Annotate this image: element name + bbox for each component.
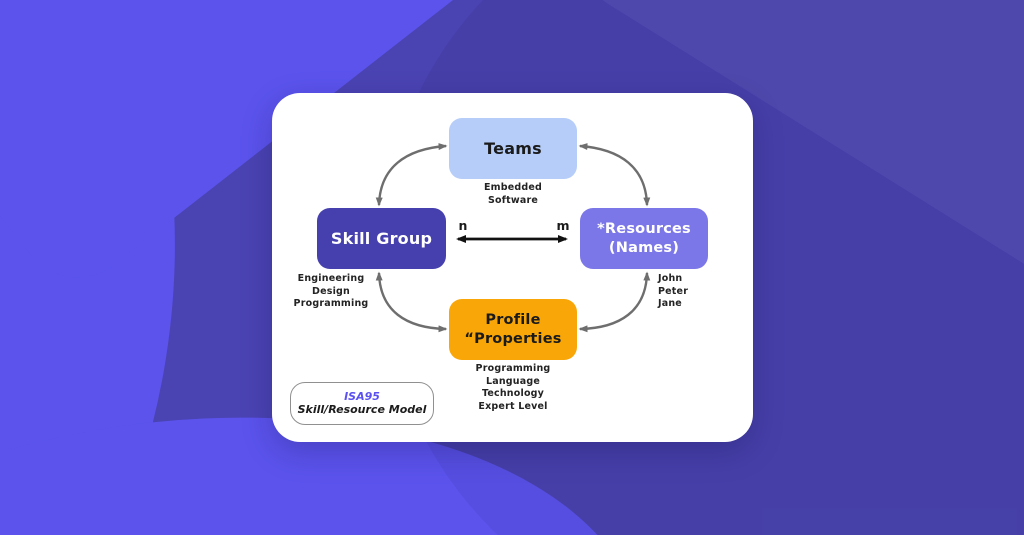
isa95-badge: ISA95 Skill/Resource Model [290, 382, 434, 425]
node-profile-label-line1: Profile [485, 311, 541, 328]
node-resources: *Resources (Names) [580, 208, 708, 269]
node-resources-label-line1: *Resources [597, 220, 691, 237]
badge-subtitle: Skill/Resource Model [297, 403, 427, 416]
cardinality-n: n [458, 218, 468, 233]
note-resources: John Peter Jane [658, 273, 689, 309]
note-profile: Programming Language Technology Expert L… [475, 363, 551, 412]
cardinality-m: m [556, 218, 570, 233]
cycle-arrow-profile-resources [578, 271, 651, 333]
cycle-arrow-teams-skillgroup [375, 143, 448, 207]
diagram-card: Teams Skill Group *Resources (Names) Pro… [272, 93, 753, 442]
node-skill-group: Skill Group [317, 208, 446, 269]
note-skill-group: Engineering Design Programming [293, 273, 369, 309]
badge-title: ISA95 [344, 390, 380, 403]
node-teams: Teams [449, 118, 577, 179]
node-resources-label-line2: (Names) [608, 239, 680, 256]
node-profile-label-line2: “Properties [464, 330, 562, 347]
cycle-arrow-teams-resources [578, 143, 651, 207]
node-profile: Profile “Properties [449, 299, 577, 360]
node-teams-label: Teams [484, 139, 542, 158]
note-teams: Embedded Software [483, 182, 543, 206]
cycle-arrow-skillgroup-profile [375, 271, 448, 333]
node-skill-group-label: Skill Group [330, 229, 433, 248]
